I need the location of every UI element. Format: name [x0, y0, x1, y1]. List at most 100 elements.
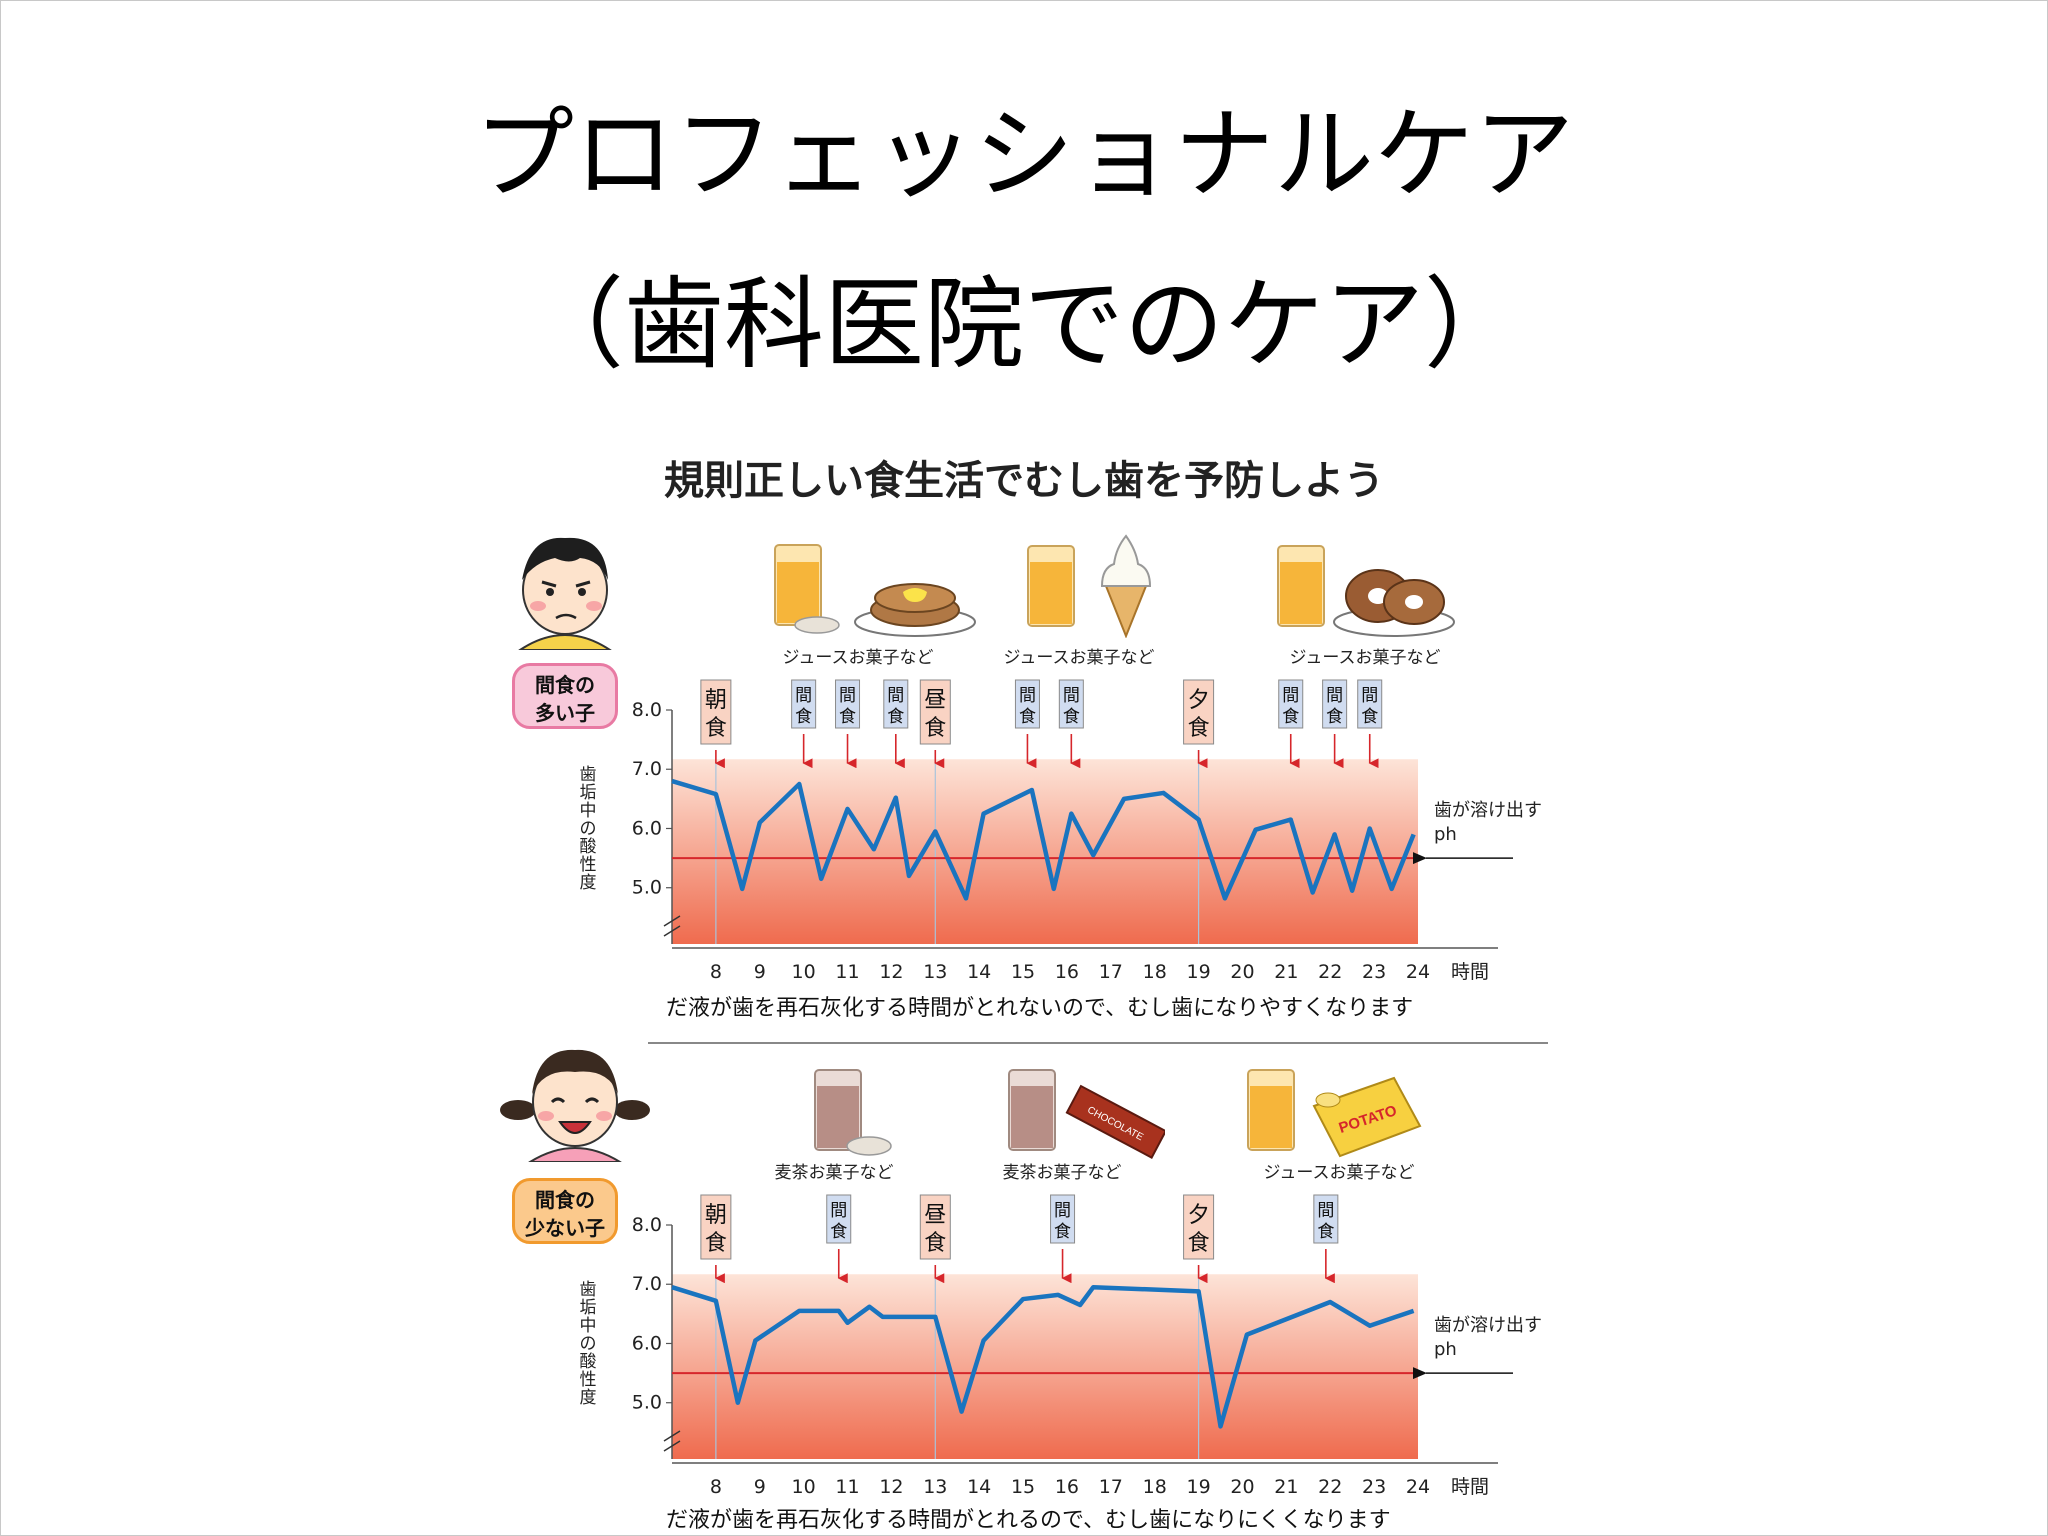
event-label-top: 間 — [839, 686, 856, 706]
event-label-top: 間 — [1361, 686, 1378, 706]
x-tick-label: 12 — [879, 1476, 903, 1498]
x-tick-label: 10 — [792, 961, 816, 983]
event-label-top: 朝 — [705, 688, 727, 713]
event-label-top: 間 — [1063, 686, 1080, 706]
snack-marker-box — [1058, 679, 1084, 729]
event-label-bottom: 食 — [1317, 1222, 1334, 1242]
meal-marker-box — [700, 679, 732, 745]
food-caption: ジュースお菓子など — [1263, 1163, 1415, 1183]
event-label-bottom: 食 — [1063, 707, 1080, 727]
event-label-bottom: 食 — [1361, 707, 1378, 727]
snack-marker-box — [1357, 679, 1383, 729]
event-label-bottom: 食 — [1188, 716, 1210, 741]
x-tick-label: 8 — [710, 1476, 722, 1498]
chart-caption-few-snacks: だ液が歯を再石灰化する時間がとれるので、むし歯になりにくくなります — [666, 1508, 1391, 1533]
girl-happy-illustration — [500, 1049, 650, 1162]
x-tick-label: 13 — [923, 961, 947, 983]
event-label-top: 昼 — [924, 1203, 946, 1228]
barley-tea-and-cookie-illustration — [814, 1069, 892, 1156]
meal-marker-box — [919, 1194, 951, 1260]
event-label-bottom: 食 — [705, 716, 727, 741]
x-tick-label: 21 — [1274, 1476, 1298, 1498]
x-tick-label: 11 — [835, 961, 859, 983]
y-tick-label: 8.0 — [632, 699, 662, 721]
x-tick-label: 24 — [1406, 961, 1430, 983]
food-caption: ジュースお菓子など — [1003, 648, 1155, 668]
event-label-bottom: 食 — [705, 1231, 727, 1256]
event-label-top: 朝 — [705, 1203, 727, 1228]
y-axis-title: 歯垢中の酸性度 — [580, 765, 597, 893]
event-label-top: 間 — [887, 686, 904, 706]
chart-caption-many-snacks: だ液が歯を再石灰化する時間がとれないので、むし歯になりやすくなります — [666, 996, 1414, 1021]
juice-and-icecream-illustration — [1027, 534, 1152, 638]
meal-marker-box — [1183, 1194, 1215, 1260]
event-label-bottom: 食 — [1188, 1231, 1210, 1256]
event-label-top: 間 — [1326, 686, 1343, 706]
x-tick-label: 22 — [1318, 1476, 1342, 1498]
juice-and-chips-illustration: POTATO — [1247, 1069, 1422, 1158]
x-tick-label: 19 — [1186, 961, 1210, 983]
x-tick-label: 18 — [1143, 961, 1167, 983]
event-label-top: 間 — [795, 686, 812, 706]
food-caption: 麦茶お菓子など — [1002, 1163, 1122, 1183]
x-tick-label: 17 — [1099, 1476, 1123, 1498]
ph-series-line — [671, 1284, 1415, 1429]
x-tick-label: 16 — [1055, 1476, 1079, 1498]
x-tick-label: 21 — [1274, 961, 1298, 983]
acid-zone-band — [672, 1274, 1418, 1459]
barley-tea-and-chocolate-illustration: CHOCOLATE — [1008, 1069, 1165, 1159]
x-tick-label: 20 — [1230, 961, 1254, 983]
x-tick-label: 22 — [1318, 961, 1342, 983]
meal-marker-box — [919, 679, 951, 745]
x-tick-label: 23 — [1362, 961, 1386, 983]
event-label-top: 間 — [1317, 1201, 1334, 1221]
x-tick-label: 9 — [754, 1476, 766, 1498]
x-tick-label: 10 — [792, 1476, 816, 1498]
x-tick-label: 13 — [923, 1476, 947, 1498]
snack-marker-box — [791, 679, 817, 729]
x-tick-label: 24 — [1406, 1476, 1430, 1498]
figure-subtitle: 規則正しい食生活でむし歯を予防しよう — [664, 458, 1384, 504]
x-tick-label: 15 — [1011, 961, 1035, 983]
event-label-top: 間 — [1019, 686, 1036, 706]
y-tick-label: 5.0 — [632, 877, 662, 899]
snack-marker-box — [1014, 679, 1040, 729]
x-tick-label: 16 — [1055, 961, 1079, 983]
x-tick-label: 20 — [1230, 1476, 1254, 1498]
event-label-bottom: 食 — [830, 1222, 847, 1242]
y-tick-label: 6.0 — [632, 1332, 662, 1354]
event-label-top: 間 — [1054, 1201, 1071, 1221]
threshold-label: 歯が溶け出す — [1434, 800, 1542, 821]
x-tick-label: 18 — [1143, 1476, 1167, 1498]
snack-marker-box — [1313, 1194, 1339, 1244]
threshold-label-ph: ph — [1434, 824, 1457, 845]
snack-marker-box — [883, 679, 909, 729]
x-axis-title: 時間 — [1451, 1476, 1489, 1498]
axis-break-mark — [663, 1430, 681, 1452]
boy-sad-illustration — [518, 537, 612, 650]
y-tick-label: 7.0 — [632, 1273, 662, 1295]
event-label-bottom: 食 — [924, 1231, 946, 1256]
event-label-bottom: 食 — [924, 716, 946, 741]
x-tick-label: 14 — [967, 1476, 991, 1498]
event-label-top: 間 — [1282, 686, 1299, 706]
snack-marker-box — [1050, 1194, 1076, 1244]
snack-marker-box — [1278, 679, 1304, 729]
x-tick-label: 12 — [879, 961, 903, 983]
snack-marker-box — [835, 679, 861, 729]
event-label-top: 夕 — [1188, 1203, 1210, 1228]
event-label-bottom: 食 — [887, 707, 904, 727]
group-label-many-snacks: 間食の多い子 — [512, 663, 618, 729]
food-caption: ジュースお菓子など — [782, 648, 934, 668]
meal-marker-box — [1183, 679, 1215, 745]
juice-and-donut-illustration — [1277, 545, 1455, 637]
juice-and-pancake-illustration — [774, 544, 976, 637]
x-tick-label: 23 — [1362, 1476, 1386, 1498]
snack-marker-box — [826, 1194, 852, 1244]
group-label-few-snacks: 間食の少ない子 — [512, 1178, 618, 1244]
slide-title-line2: （歯科医院でのケア） — [524, 266, 1524, 383]
y-tick-label: 5.0 — [632, 1392, 662, 1414]
event-label-bottom: 食 — [1019, 707, 1036, 727]
